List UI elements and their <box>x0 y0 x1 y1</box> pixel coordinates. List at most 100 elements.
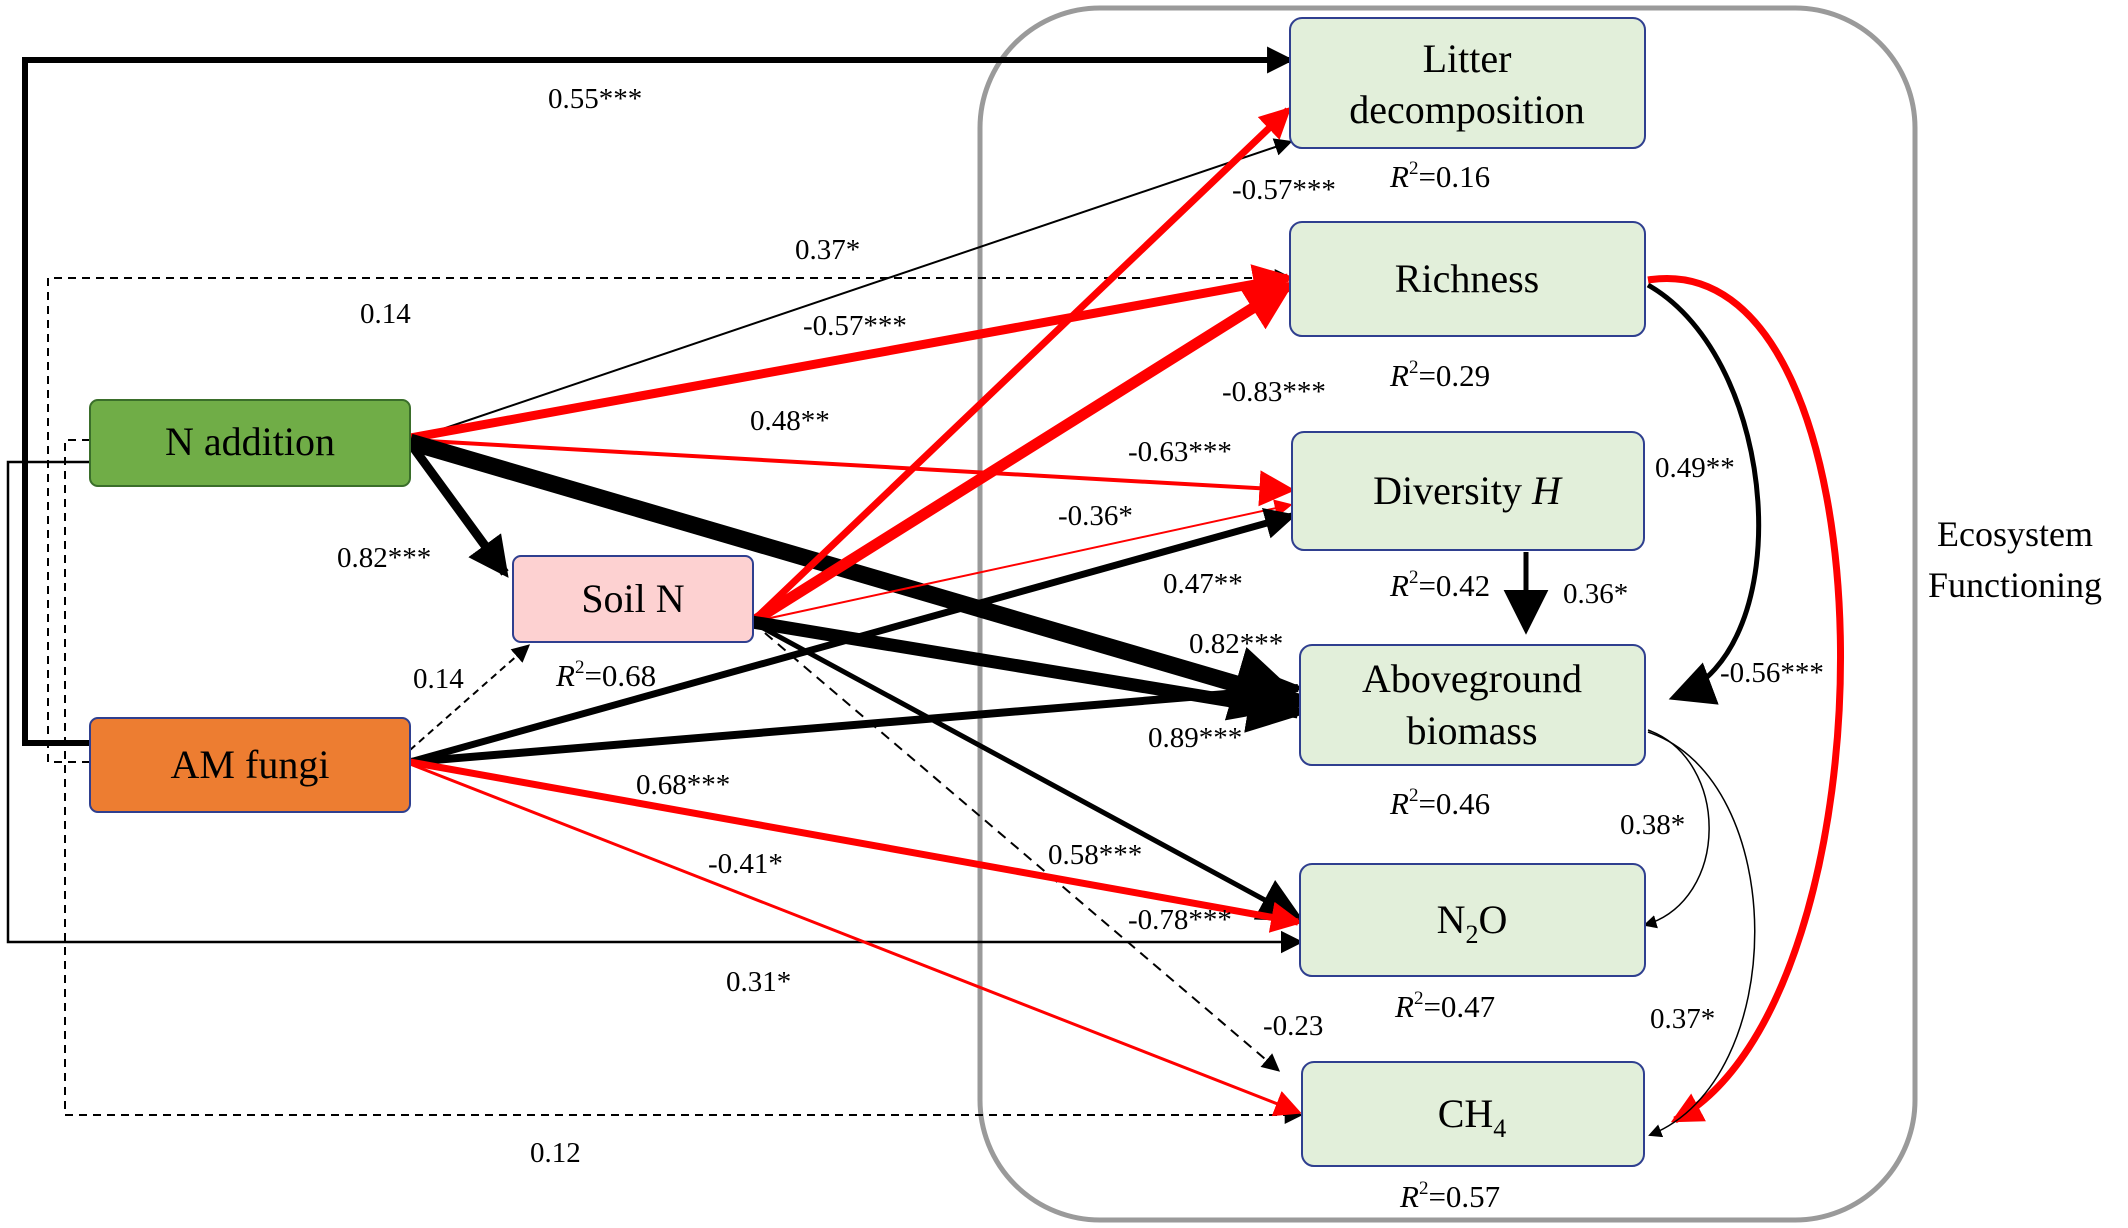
node-richness-label: Richness <box>1395 256 1539 301</box>
coef-n-to-litter-thin: 0.37* <box>795 234 860 266</box>
edge-soil-to-richness <box>749 281 1295 627</box>
node-litter-label-2: decomposition <box>1349 87 1585 132</box>
group-label-ecosystem: Ecosystem <box>1937 514 2093 554</box>
r2-soil-n-symbol: R <box>555 658 575 693</box>
coef-biomass-to-ch4: 0.37* <box>1650 1003 1715 1035</box>
edge-soil-to-litter <box>749 106 1292 625</box>
node-richness-box <box>1289 221 1646 337</box>
edge-richness-to-ch4 <box>1647 274 1844 1124</box>
node-ch4: CH4 <box>1301 1061 1645 1167</box>
node-am-fungi: AM fungi <box>89 717 411 813</box>
r2-diversity: R2=0.42 <box>1389 567 1490 603</box>
node-am-fungi-box <box>89 717 411 813</box>
r2-n2o-value: =0.47 <box>1423 989 1495 1024</box>
node-litter-box <box>1289 17 1646 149</box>
r2-biomass-symbol: R <box>1389 786 1409 821</box>
node-biomass-label-2: biomass <box>1406 708 1537 753</box>
node-diversity-label: Diversity H <box>1373 468 1563 513</box>
coef-soil-to-biomass: 0.89*** <box>1148 722 1242 754</box>
node-diversity-box <box>1291 431 1645 551</box>
coef-soil-to-diversity: -0.36* <box>1058 500 1133 532</box>
r2-diversity-value: =0.42 <box>1418 568 1490 603</box>
edge-am-to-richness-dashed <box>47 269 1293 763</box>
node-ch4-label: CH4 <box>1438 1091 1507 1143</box>
r2-litter-value: =0.16 <box>1418 159 1490 194</box>
coef-am-to-richness: 0.14 <box>360 298 411 330</box>
edge-n-to-n2o <box>6 460 1304 954</box>
edge-am-to-ch4-dashed <box>64 439 1303 1124</box>
coef-n-to-ch4-bottom: 0.31* <box>726 966 791 998</box>
coef-soil-to-n2o: 0.58*** <box>1048 839 1142 871</box>
coef-am-to-soil: 0.14 <box>413 663 464 695</box>
r2-richness: R2=0.29 <box>1389 357 1490 393</box>
ch4-subscript: 4 <box>1493 1114 1506 1143</box>
r2-soil-n-value: =0.68 <box>584 658 656 693</box>
r2-biomass: R2=0.46 <box>1389 785 1490 821</box>
diversity-symbol: H <box>1531 468 1563 513</box>
node-aboveground-biomass: Aboveground biomass <box>1299 644 1646 766</box>
n2o-main: N <box>1437 897 1466 942</box>
coef-soil-to-ch4: -0.23 <box>1263 1010 1323 1042</box>
edge-am-to-n2o <box>409 758 1303 933</box>
group-label-functioning: Functioning <box>1928 565 2102 605</box>
r2-n2o-symbol: R <box>1394 989 1414 1024</box>
edge-am-to-soil <box>409 644 531 751</box>
node-am-fungi-label: AM fungi <box>171 742 330 787</box>
node-litter-decomposition: Litter decomposition <box>1289 17 1646 149</box>
node-n-addition-label: N addition <box>165 419 335 464</box>
edge-n-to-richness <box>409 264 1294 443</box>
r2-biomass-power: 2 <box>1409 785 1419 806</box>
r2-soil-n-power: 2 <box>575 657 585 678</box>
node-diversity: Diversity H <box>1291 431 1645 551</box>
coef-soil-to-richness: -0.83*** <box>1222 376 1326 408</box>
edge-richness-to-biomass <box>1646 282 1762 705</box>
edge-soil-to-n2o <box>750 619 1304 922</box>
r2-richness-symbol: R <box>1389 358 1409 393</box>
coef-richness-to-ch4: -0.56*** <box>1720 657 1824 689</box>
coef-n-to-litter: 0.55*** <box>548 83 642 115</box>
coef-am-to-ch4: -0.41* <box>708 848 783 880</box>
node-n-addition: N addition <box>89 399 411 487</box>
coef-n-to-diversity-red: -0.63*** <box>1128 436 1232 468</box>
edge-biomass-to-ch4 <box>1647 731 1756 1138</box>
coef-am-to-diversity: 0.47** <box>1163 568 1243 600</box>
edge-am-to-ch4 <box>409 762 1302 1117</box>
diversity-space <box>1522 468 1532 513</box>
r2-biomass-value: =0.46 <box>1418 786 1490 821</box>
edge-n-to-diversity <box>409 438 1296 507</box>
coef-n-to-biomass: 0.82*** <box>1189 628 1283 660</box>
node-soil-n-box <box>512 555 754 643</box>
coef-n-to-n2o: -0.78*** <box>1128 904 1232 936</box>
n2o-tail: O <box>1479 897 1508 942</box>
coef-n-to-richness: -0.57*** <box>803 310 907 342</box>
coef-n-to-diversity: 0.48** <box>750 405 830 437</box>
r2-n2o-power: 2 <box>1414 988 1424 1009</box>
node-n2o: N2O <box>1299 863 1646 977</box>
node-biomass-label-1: Aboveground <box>1362 656 1582 701</box>
r2-ch4-symbol: R <box>1399 1179 1419 1214</box>
node-soil-n: Soil N <box>512 555 754 643</box>
coef-n-to-soil: 0.82*** <box>337 542 431 574</box>
coef-biomass-to-n2o: 0.38* <box>1620 809 1685 841</box>
r2-litter: R2=0.16 <box>1389 158 1490 194</box>
node-litter-label-1: Litter <box>1423 36 1512 81</box>
r2-soil-n: R2=0.68 <box>555 657 656 693</box>
node-ch4-box <box>1301 1061 1645 1167</box>
coef-diversity-to-biomass: 0.36* <box>1563 578 1628 610</box>
edge-biomass-to-n2o <box>1643 729 1710 929</box>
edge-n-to-biomass <box>407 433 1310 721</box>
edge-am-to-biomass <box>409 672 1304 766</box>
r2-richness-value: =0.29 <box>1418 358 1490 393</box>
edge-am-to-diversity <box>409 508 1297 766</box>
node-biomass-box <box>1299 644 1646 766</box>
r2-ch4-power: 2 <box>1419 1178 1429 1199</box>
node-n2o-box <box>1299 863 1646 977</box>
r2-litter-power: 2 <box>1409 158 1419 179</box>
coef-am-to-n2o: 0.68*** <box>636 769 730 801</box>
node-n-addition-box <box>89 399 411 487</box>
r2-richness-power: 2 <box>1409 357 1419 378</box>
coef-soil-to-litter: -0.57*** <box>1232 174 1336 206</box>
edge-n-to-litter-thin <box>409 138 1293 441</box>
edge-soil-to-diversity <box>751 499 1293 623</box>
